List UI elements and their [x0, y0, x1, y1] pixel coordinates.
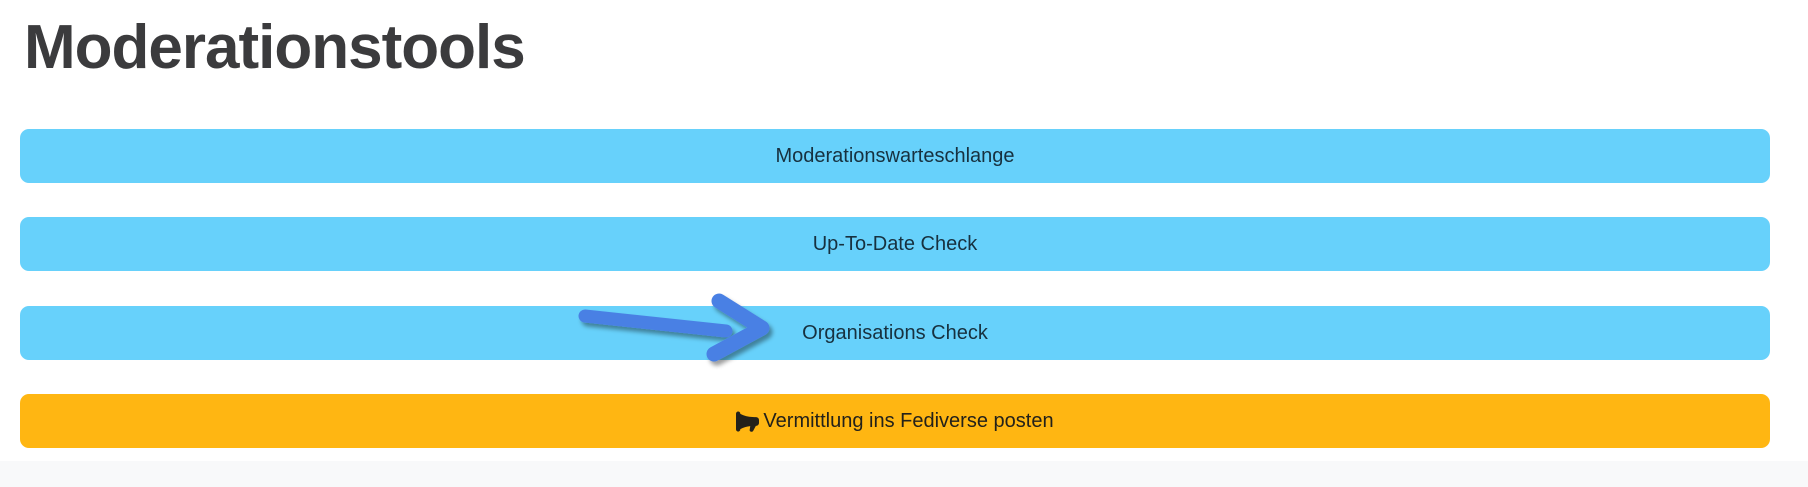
organisations-check-button[interactable]: Organisations Check [20, 306, 1770, 360]
megaphone-icon [736, 410, 760, 433]
up-to-date-check-button[interactable]: Up-To-Date Check [20, 217, 1770, 271]
page-title: Moderationstools [24, 13, 526, 82]
post-to-fediverse-button[interactable]: Vermittlung ins Fediverse posten [20, 394, 1770, 448]
organisations-check-button-label: Organisations Check [802, 321, 988, 344]
up-to-date-check-button-label: Up-To-Date Check [812, 232, 978, 255]
moderation-queue-button-label: Moderationswarteschlange [775, 144, 1015, 167]
post-to-fediverse-button-label: Vermittlung ins Fediverse posten [763, 409, 1054, 432]
moderation-queue-button[interactable]: Moderationswarteschlange [20, 129, 1770, 183]
footer-band [0, 461, 1808, 487]
